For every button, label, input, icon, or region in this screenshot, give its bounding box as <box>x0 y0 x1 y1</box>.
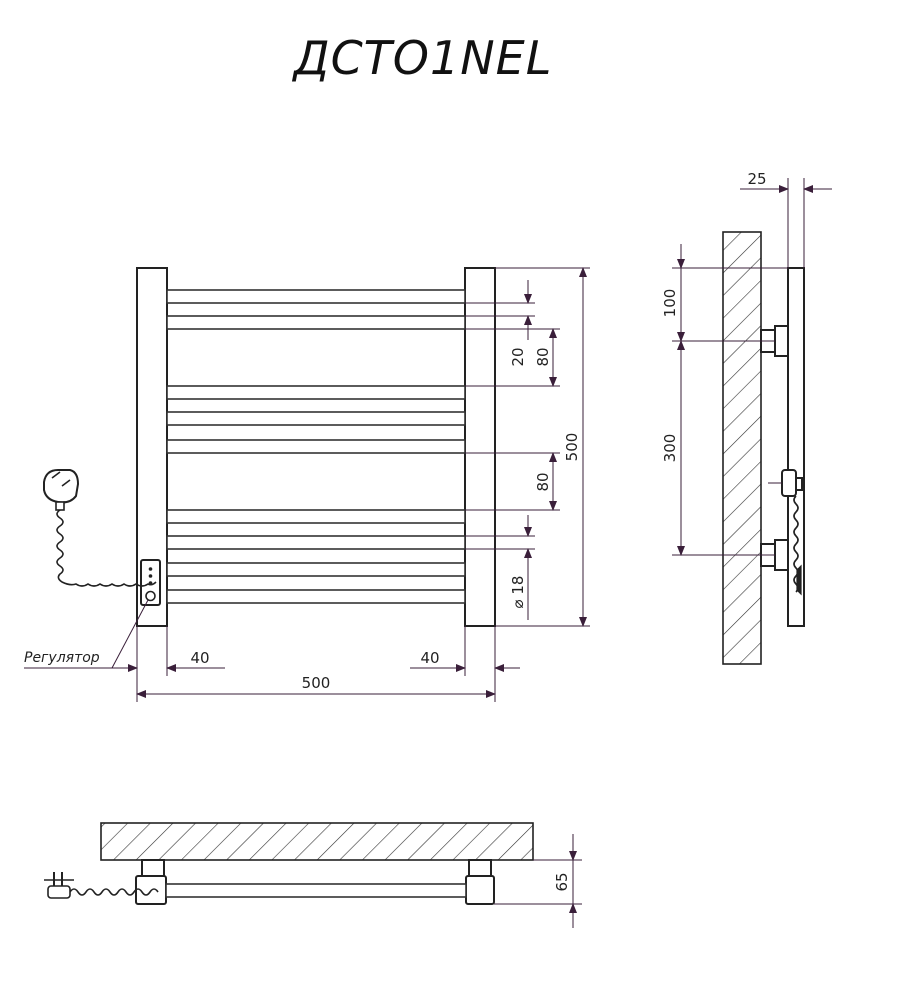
right-offset-dimension: 40 <box>420 649 439 667</box>
regulator-indicator-icon <box>148 574 153 578</box>
regulator-indicator-icon <box>148 567 153 571</box>
top-coiled-cable <box>69 888 159 896</box>
crossbar <box>166 289 466 304</box>
top-offset-dimension: 100 <box>661 289 679 318</box>
group-gap-top-dimension: 80 <box>534 347 552 366</box>
crossbar <box>166 385 466 400</box>
side-wall <box>722 231 762 665</box>
crossbar <box>166 535 466 550</box>
tube-diameter-dimension: ⌀ 18 <box>509 576 527 609</box>
top-wall <box>100 822 534 861</box>
side-mount-bottom-flange <box>774 539 789 571</box>
right-post <box>464 267 496 627</box>
crossbars <box>166 289 466 604</box>
plug-icon <box>43 469 80 511</box>
crossbar <box>166 439 466 454</box>
top-plug-icon <box>44 872 74 899</box>
top-crossbar <box>165 883 467 898</box>
group-gap-bottom-dimension: 80 <box>534 472 552 491</box>
side-mount-top-flange <box>774 325 789 357</box>
side-coiled-cable <box>793 495 799 593</box>
drawing-title: ДСТО1NEL <box>292 31 553 85</box>
regulator-label: Регулятор <box>24 650 100 666</box>
height-dimension: 500 <box>563 433 581 462</box>
crossbar <box>166 509 466 524</box>
depth-dimension: 65 <box>553 872 571 891</box>
coiled-cable <box>56 509 157 587</box>
top-view: 65 <box>44 822 582 928</box>
top-mount-left <box>141 859 165 877</box>
bar-gap-dimension: 20 <box>509 347 527 366</box>
side-knob-icon <box>795 477 803 491</box>
side-regulator-icon <box>781 469 797 497</box>
side-plug-icon <box>796 564 802 596</box>
mount-spacing-dimension: 300 <box>661 434 679 463</box>
front-view: Регулятор 40 40 500 500 20 <box>24 267 590 702</box>
left-offset-dimension: 40 <box>190 649 209 667</box>
side-view: 25 100 300 <box>661 170 832 665</box>
crossbar <box>166 411 466 426</box>
width-dimension: 500 <box>302 674 331 692</box>
wall-gap-dimension: 25 <box>747 170 766 188</box>
crossbar <box>166 562 466 577</box>
side-post <box>787 267 805 627</box>
regulator-knob-icon <box>145 590 156 602</box>
top-mount-right <box>468 859 492 877</box>
top-post-right <box>465 875 495 905</box>
crossbar <box>166 589 466 604</box>
crossbar <box>166 315 466 330</box>
